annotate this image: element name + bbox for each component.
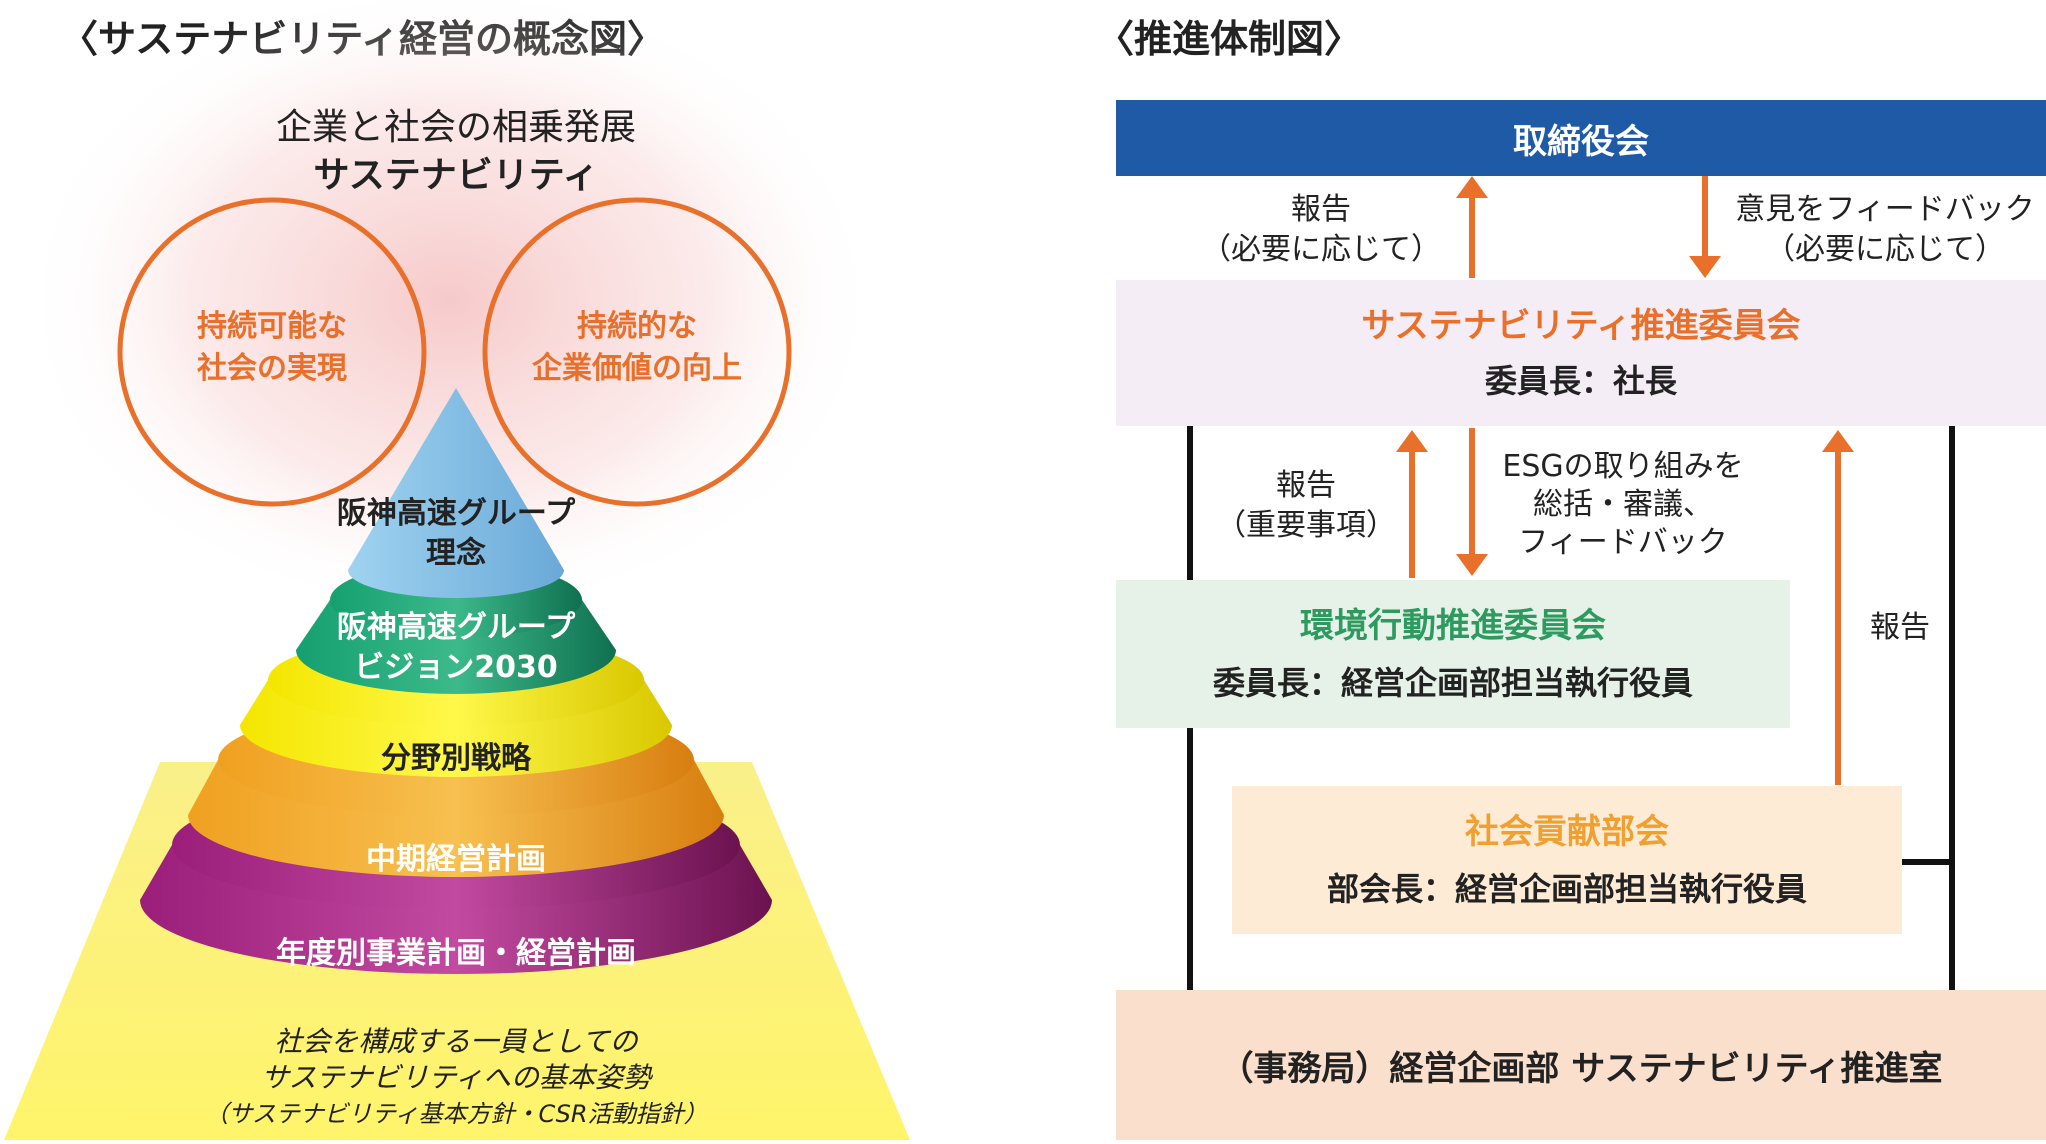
pyramid-level1 xyxy=(348,388,564,598)
arrow-up-report2 xyxy=(1396,430,1428,452)
env-title: 環境行動推進委員会 xyxy=(1300,606,1606,646)
secretariat-box: （事務局）経営企画部 サステナビリティ推進室 xyxy=(1116,990,2046,1140)
base-text: 社会を構成する一員としての サステナビリティへの基本姿勢 （サステナビリティ基本… xyxy=(204,1025,708,1128)
env-committee-box: 環境行動推進委員会 委員長：経営企画部担当執行役員 xyxy=(1116,580,1790,728)
top-tagline: 企業と社会の相乗発展 サステナビリティ xyxy=(275,107,636,196)
circle-left-text: 持続可能な社会の実現 xyxy=(197,309,347,386)
social-chair: 部会長：経営企画部担当執行役員 xyxy=(1326,870,1807,908)
circle-right xyxy=(482,197,792,507)
committee-chair: 委員長：社長 xyxy=(1484,362,1677,400)
report-right: 報告 xyxy=(1870,610,1930,645)
arrow-up-board xyxy=(1456,176,1488,198)
env-chair: 委員長：経営企画部担当執行役員 xyxy=(1212,664,1693,702)
board-box: 取締役会 xyxy=(1116,100,2046,176)
arrow-down-env xyxy=(1456,554,1488,576)
sustainability-committee-box: サステナビリティ推進委員会 委員長：社長 xyxy=(1116,280,2046,426)
arrow-up-social xyxy=(1822,430,1854,452)
secretariat-label: （事務局）経営企画部 サステナビリティ推進室 xyxy=(1219,1048,1943,1089)
social-title: 社会貢献部会 xyxy=(1465,812,1669,852)
sustainability-glow xyxy=(20,0,880,620)
social-committee-box: 社会貢献部会 部会長：経営企画部担当執行役員 xyxy=(1232,786,1902,934)
arrow-down-committee xyxy=(1689,256,1721,278)
board-label: 取締役会 xyxy=(1513,121,1649,162)
esg-note: ESGの取り組みを総括・審議、フィードバック xyxy=(1502,449,1744,560)
report-up2: 報告（重要事項） xyxy=(1216,468,1396,543)
pyramid-level5-text: 年度別事業計画・経営計画 xyxy=(276,936,636,971)
pyramid-level2-text: 阪神高速グループビジョン2030 xyxy=(336,610,576,685)
pyramid-level1-text: 阪神高速グループ理念 xyxy=(336,496,576,571)
circle-left xyxy=(117,197,427,507)
pyramid-level3-text: 分野別戦略 xyxy=(381,741,531,776)
circle-right-text: 持続的な企業価値の向上 xyxy=(532,309,742,386)
feedback-down: 意見をフィードバック（必要に応じて） xyxy=(1735,192,2035,267)
structure-heading: 〈推進体制図〉 xyxy=(1096,17,1363,61)
report-up1: 報告（必要に応じて） xyxy=(1201,192,1441,267)
pyramid-level4-text: 中期経営計画 xyxy=(366,842,546,877)
committee-title: サステナビリティ推進委員会 xyxy=(1361,306,1801,346)
